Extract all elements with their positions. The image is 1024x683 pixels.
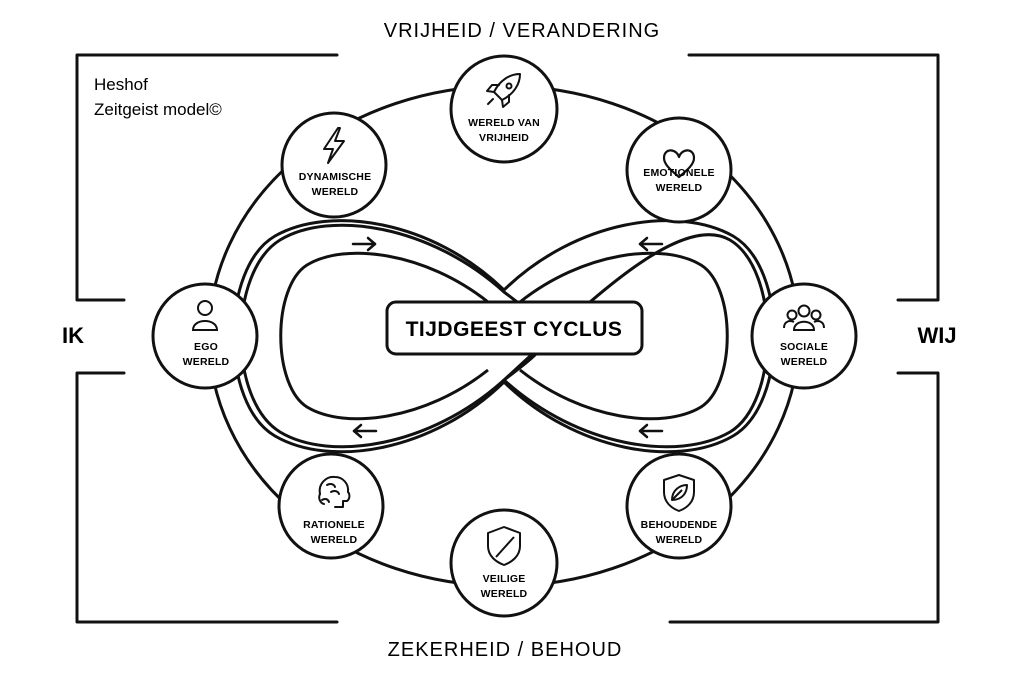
label-bottom: ZEKERHEID / BEHOUD	[388, 639, 623, 661]
credit-line1: Heshof	[94, 75, 148, 94]
arrow-top-right-icon	[638, 236, 664, 252]
node-dynamische-line2: WERELD	[312, 186, 359, 198]
brain-icon	[318, 475, 351, 508]
frame-bottom-right	[668, 371, 940, 624]
shield-icon	[487, 526, 521, 566]
node-emotionele-wereld: EMOTIONELE WERELD	[625, 116, 733, 224]
node-dynamische-line1: DYNAMISCHE	[299, 171, 372, 183]
shield-leaf-icon	[663, 474, 695, 512]
heart-icon	[662, 149, 696, 179]
arrow-bottom-right-icon	[638, 423, 664, 439]
node-sociale-wereld: SOCIALE WERELD	[750, 282, 858, 390]
infinity-right-inner	[519, 251, 729, 421]
node-rationele-line2: WERELD	[311, 534, 358, 546]
center-title: TIJDGEEST CYCLUS	[406, 318, 623, 341]
node-rationele-wereld: RATIONELE WERELD	[277, 452, 385, 560]
arrow-bottom-left-icon	[352, 423, 378, 439]
node-emotionele-line1: EMOTIONELE	[643, 167, 714, 179]
center-box: TIJDGEEST CYCLUS	[385, 300, 644, 356]
flow-arrows	[351, 236, 664, 439]
rocket-icon	[486, 73, 521, 108]
frame-top-right	[687, 53, 940, 302]
node-behoudende-wereld: BEHOUDENDE WERELD	[625, 452, 733, 560]
node-wereld-van-vrijheid: WERELD VAN VRIJHEID	[449, 54, 559, 164]
label-left: IK	[62, 323, 84, 348]
credit-line2: Zeitgeist model©	[94, 100, 222, 119]
node-dynamische-wereld: DYNAMISCHE WERELD	[280, 111, 388, 219]
node-vrijheid-line2: VRIJHEID	[479, 132, 529, 144]
node-ego-wereld: EGO WERELD	[151, 282, 259, 390]
node-ego-line1: EGO	[194, 341, 218, 353]
node-ego-line2: WERELD	[183, 356, 230, 368]
label-right: WIJ	[917, 323, 956, 348]
node-emotionele-line2: WERELD	[656, 182, 703, 194]
node-behoudende-line1: BEHOUDENDE	[641, 519, 718, 531]
outer-frame	[75, 53, 940, 624]
node-behoudende-line2: WERELD	[656, 534, 703, 546]
node-veilige-line2: WERELD	[481, 588, 528, 600]
node-sociale-line1: SOCIALE	[780, 341, 828, 353]
node-rationele-line1: RATIONELE	[303, 519, 365, 531]
node-sociale-line2: WERELD	[781, 356, 828, 368]
node-vrijheid-line1: WERELD VAN	[468, 117, 540, 129]
person-icon	[191, 300, 219, 331]
arrow-top-left-icon	[351, 236, 377, 252]
infinity-left-inner	[279, 251, 489, 421]
node-veilige-line1: VEILIGE	[483, 573, 526, 585]
group-icon	[783, 304, 825, 331]
frame-top-left	[75, 53, 339, 302]
label-top: VRIJHEID / VERANDERING	[384, 20, 660, 42]
lightning-icon	[323, 127, 345, 164]
frame-bottom-left	[75, 371, 339, 624]
node-veilige-wereld: VEILIGE WERELD	[449, 508, 559, 618]
